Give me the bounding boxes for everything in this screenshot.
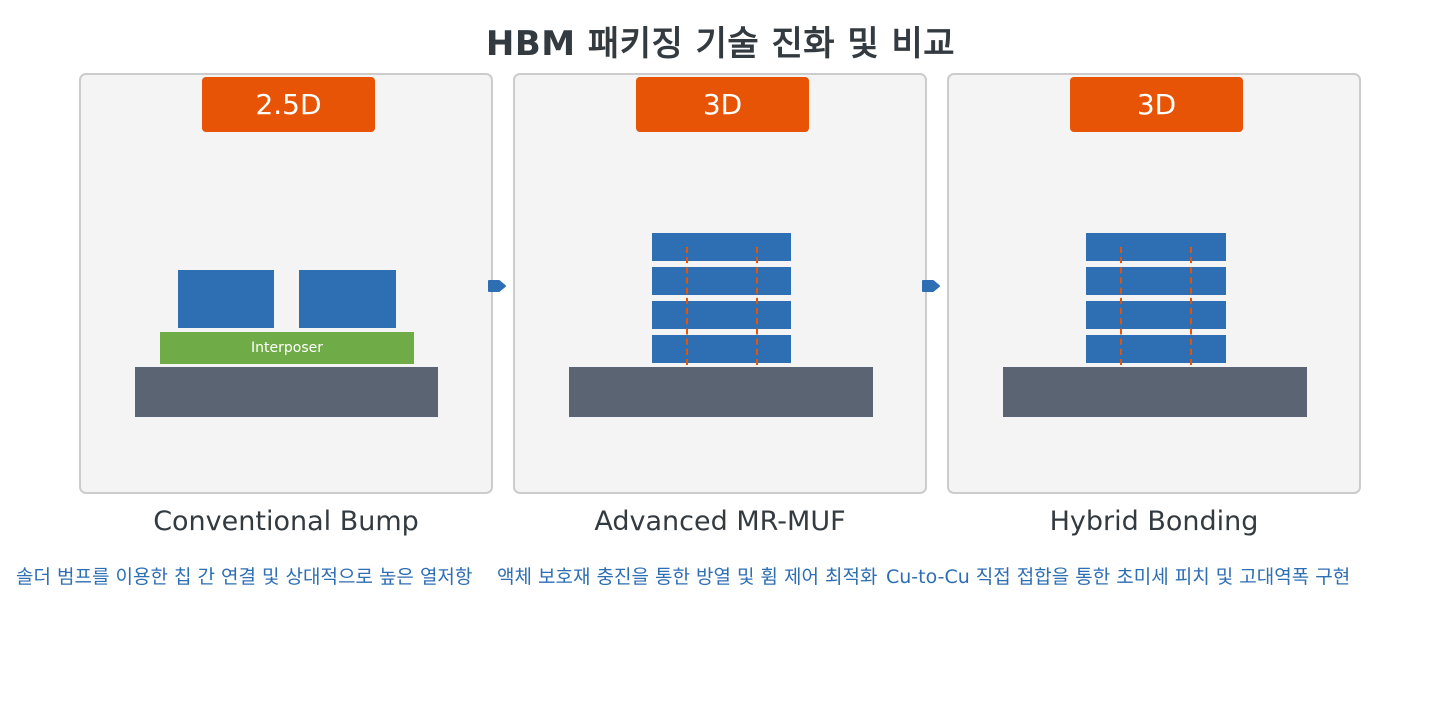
tsv-line: [1120, 247, 1122, 365]
panel-description: 솔더 범프를 이용한 칩 간 연결 및 상대적으로 높은 열저항: [16, 566, 473, 588]
panel-description: 액체 보호재 충진을 통한 방열 및 휨 제어 최적화: [497, 566, 878, 588]
base-die: [569, 367, 873, 417]
dram-die: [652, 267, 791, 295]
panel-hybrid-bonding: 3D: [947, 73, 1361, 494]
panel-label: Conventional Bump: [153, 506, 419, 537]
page-title: HBM 패키징 기술 진화 및 비교: [485, 24, 956, 64]
dram-die: [1086, 233, 1226, 261]
dram-die: [652, 301, 791, 329]
dimension-badge: 3D: [636, 77, 809, 132]
panel-description: Cu-to-Cu 직접 접합을 통한 초미세 피치 및 고대역폭 구현: [886, 566, 1351, 588]
panel-label: Hybrid Bonding: [1049, 506, 1259, 537]
dimension-badge: 2.5D: [202, 77, 375, 132]
tsv-line: [756, 247, 758, 365]
arrow-right-icon: [488, 280, 506, 292]
tsv-line: [1190, 247, 1192, 365]
dram-die: [1086, 335, 1226, 363]
interposer-layer: Interposer: [160, 332, 414, 364]
panel-label: Advanced MR-MUF: [594, 506, 846, 537]
tsv-line: [686, 247, 688, 365]
panel-advanced-mr-muf: 3D: [513, 73, 927, 494]
memory-die: [299, 270, 396, 328]
dram-die: [652, 335, 791, 363]
panel-conventional-bump: 2.5D Interposer: [79, 73, 493, 494]
dram-die: [1086, 267, 1226, 295]
base-die: [1003, 367, 1307, 417]
dimension-badge: 3D: [1070, 77, 1243, 132]
dram-die: [652, 233, 791, 261]
logic-die: [178, 270, 274, 328]
dram-die: [1086, 301, 1226, 329]
arrow-right-icon: [922, 280, 940, 292]
package-substrate: [135, 367, 438, 417]
